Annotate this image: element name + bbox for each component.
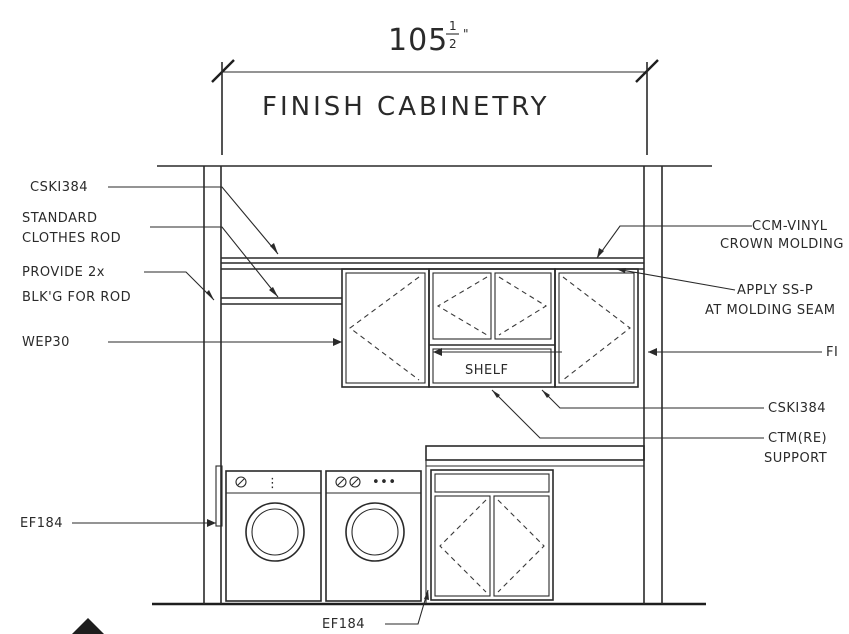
washer: ⋮ bbox=[225, 470, 322, 602]
label-standard-rod-1: STANDARD bbox=[22, 211, 98, 226]
upper-cabinet-left bbox=[341, 268, 430, 388]
label-ctm: CTM(RE) bbox=[768, 431, 827, 446]
label-wep30: WEP30 bbox=[22, 335, 70, 350]
leaders-left bbox=[72, 186, 342, 527]
label-provide-1: PROVIDE 2x bbox=[22, 265, 105, 280]
label-standard-rod-2: CLOTHES ROD bbox=[22, 231, 121, 246]
upper-cabinet-center: SHELF bbox=[428, 268, 556, 388]
north-arrow-fragment bbox=[72, 618, 104, 634]
crown-molding bbox=[221, 257, 644, 270]
dimension-numerator: 1 bbox=[449, 19, 457, 33]
dryer-indicator: ••• bbox=[372, 475, 397, 490]
washer-indicator: ⋮ bbox=[266, 476, 280, 491]
label-ef184-bottom: EF184 bbox=[322, 617, 365, 632]
base-cabinet bbox=[430, 469, 554, 601]
upper-cabinet-right bbox=[554, 268, 639, 388]
drawing-title: FINISH CABINETRY bbox=[262, 92, 550, 122]
leaders-right bbox=[385, 225, 822, 625]
title-box: FINISH CABINETRY bbox=[221, 62, 648, 155]
label-ef184-left: EF184 bbox=[20, 516, 63, 531]
overall-dimension: 105 1 2 " bbox=[211, 19, 659, 83]
label-provide-2: BLK'G FOR ROD bbox=[22, 290, 131, 305]
dimension-tick-left bbox=[211, 59, 235, 83]
clothes-rod-shelf bbox=[221, 297, 342, 305]
shelf-label: SHELF bbox=[465, 363, 508, 378]
label-fi: FI bbox=[826, 345, 838, 360]
label-crown-molding: CROWN MOLDING bbox=[720, 237, 844, 252]
label-support: SUPPORT bbox=[764, 451, 827, 466]
dryer: ••• bbox=[325, 470, 422, 602]
dimension-denominator: 2 bbox=[449, 37, 457, 51]
label-csk1384-right: CSKI384 bbox=[768, 401, 826, 416]
label-molding-seam: AT MOLDING SEAM bbox=[705, 303, 836, 318]
label-ccm-vinyl: CCM-VINYL bbox=[752, 219, 828, 234]
dimension-whole: 105 bbox=[388, 23, 448, 58]
side-walls bbox=[203, 166, 663, 604]
side-panel-left bbox=[215, 465, 223, 527]
dimension-unit: " bbox=[463, 27, 469, 41]
counter-top bbox=[425, 445, 645, 604]
label-apply-ssp: APPLY SS-P bbox=[737, 283, 813, 298]
label-csk1384-top: CSKI384 bbox=[30, 180, 88, 195]
